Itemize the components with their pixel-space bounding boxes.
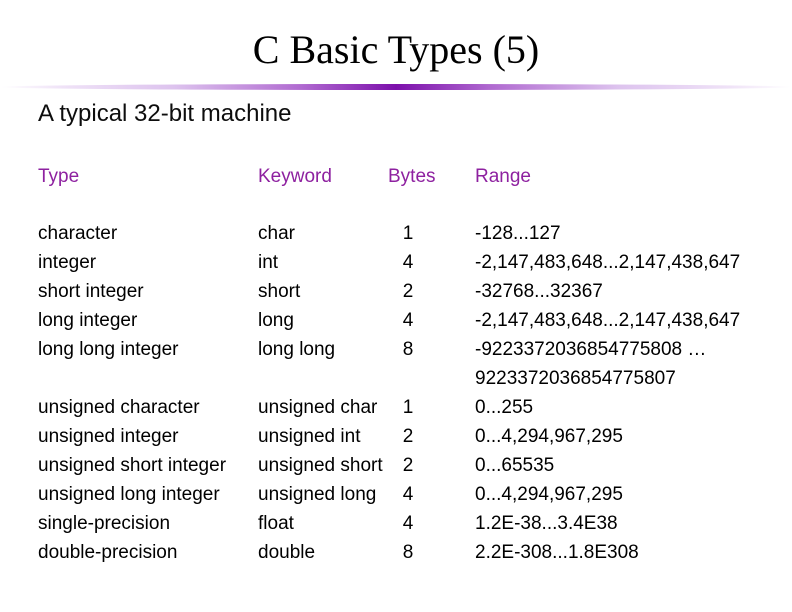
range-cell: 0...255 <box>475 397 534 418</box>
type-cell: unsigned long integer <box>38 484 220 505</box>
range-cell: -2,147,483,648...2,147,438,647 <box>475 310 741 331</box>
type-cell: integer <box>38 252 97 273</box>
table-row: unsigned character unsigned char 1 0...2… <box>38 393 760 422</box>
bytes-cell: 8 <box>402 542 414 563</box>
column-header-type: Type <box>38 166 80 187</box>
type-cell: long integer <box>38 310 138 331</box>
column-header-keyword: Keyword <box>258 166 332 187</box>
type-cell: single-precision <box>38 513 171 534</box>
type-cell: short integer <box>38 281 144 302</box>
bytes-cell: 4 <box>402 513 414 534</box>
types-table: Type Keyword Bytes Range character char … <box>38 162 760 567</box>
type-cell: long long integer <box>38 339 179 360</box>
range-cell: 0...4,294,967,295 <box>475 484 623 505</box>
table-row: unsigned integer unsigned int 2 0...4,29… <box>38 422 760 451</box>
keyword-cell: unsigned int <box>258 426 361 447</box>
bytes-cell: 1 <box>402 397 414 418</box>
table-row: unsigned short integer unsigned short 2 … <box>38 451 760 480</box>
table-row: long long integer long long 8 -922337203… <box>38 335 760 364</box>
range-cell: -32768...32367 <box>475 281 603 302</box>
table-row: 9223372036854775807 <box>38 364 760 393</box>
keyword-cell: float <box>258 513 294 534</box>
slide-subtitle: A typical 32-bit machine <box>38 100 292 127</box>
range-cell: 0...4,294,967,295 <box>475 426 623 447</box>
range-cell: 2.2E-308...1.8E308 <box>475 542 639 563</box>
range-cell: 0...65535 <box>475 455 555 476</box>
keyword-cell: unsigned char <box>258 397 378 418</box>
type-cell: double-precision <box>38 542 178 563</box>
keyword-cell <box>258 364 388 393</box>
table-row: short integer short 2 -32768...32367 <box>38 277 760 306</box>
table-row: double-precision double 8 2.2E-308...1.8… <box>38 538 760 567</box>
table-row: single-precision float 4 1.2E-38...3.4E3… <box>38 509 760 538</box>
column-header-range: Range <box>475 166 531 187</box>
range-cell: -128...127 <box>475 223 561 244</box>
keyword-cell: short <box>258 281 301 302</box>
bytes-cell: 4 <box>402 252 414 273</box>
table-row: integer int 4 -2,147,483,648...2,147,438… <box>38 248 760 277</box>
keyword-cell: double <box>258 542 316 563</box>
keyword-cell: long long <box>258 339 336 360</box>
keyword-cell: long <box>258 310 294 331</box>
range-cell: 9223372036854775807 <box>475 368 676 389</box>
type-cell: unsigned character <box>38 397 200 418</box>
keyword-cell: unsigned short <box>258 455 383 476</box>
title-divider <box>0 83 792 91</box>
keyword-cell: unsigned long <box>258 484 377 505</box>
table-row: character char 1 -128...127 <box>38 219 760 248</box>
bytes-cell <box>388 364 428 393</box>
table-row: long integer long 4 -2,147,483,648...2,1… <box>38 306 760 335</box>
bytes-cell: 2 <box>402 426 414 447</box>
column-header-bytes: Bytes <box>388 166 436 187</box>
bytes-cell: 1 <box>402 223 414 244</box>
bytes-cell: 8 <box>402 339 414 360</box>
bytes-cell: 4 <box>402 484 414 505</box>
type-cell <box>38 364 258 393</box>
keyword-cell: char <box>258 223 295 244</box>
type-cell: unsigned short integer <box>38 455 227 476</box>
bytes-cell: 2 <box>402 281 414 302</box>
range-cell: -9223372036854775808 … <box>475 339 707 360</box>
keyword-cell: int <box>258 252 279 273</box>
table-header-row: Type Keyword Bytes Range <box>38 162 760 191</box>
bytes-cell: 2 <box>402 455 414 476</box>
range-cell: 1.2E-38...3.4E38 <box>475 513 618 534</box>
bytes-cell: 4 <box>402 310 414 331</box>
page-title: C Basic Types (5) <box>252 27 540 72</box>
type-cell: unsigned integer <box>38 426 179 447</box>
table-row: unsigned long integer unsigned long 4 0.… <box>38 480 760 509</box>
type-cell: character <box>38 223 118 244</box>
range-cell: -2,147,483,648...2,147,438,647 <box>475 252 741 273</box>
divider-gradient-line <box>0 84 792 90</box>
